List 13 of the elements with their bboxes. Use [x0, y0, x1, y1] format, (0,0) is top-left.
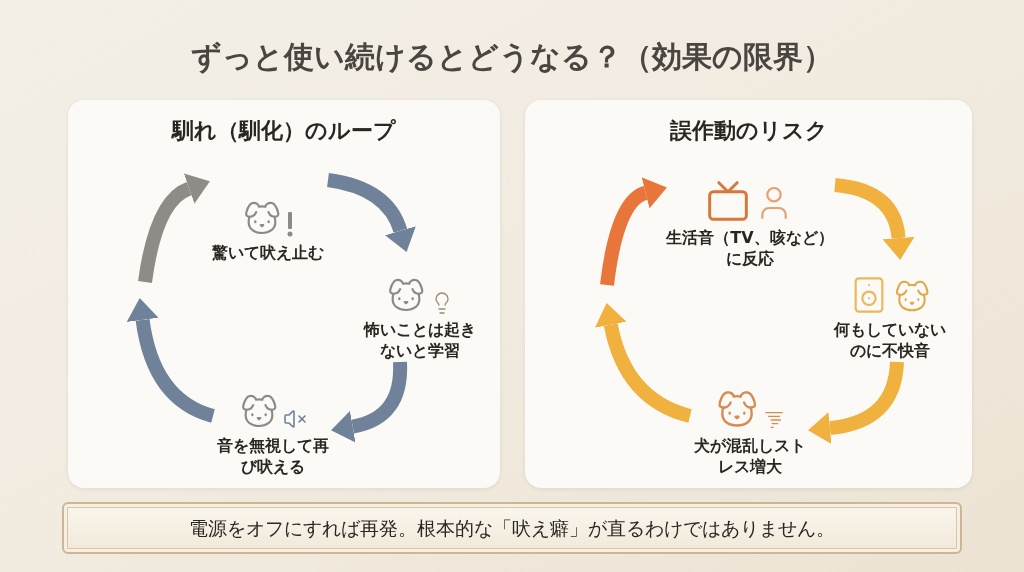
banner — [62, 502, 962, 554]
step-label: 犬が混乱しストレス増大 — [693, 434, 807, 478]
panel-card — [68, 100, 500, 488]
panel-card — [525, 100, 972, 488]
banner-text: 電源をオフにすれば再発。根本的な「吠え癖」が直るわけではありません。 — [189, 515, 835, 541]
step-label: 怖いことは起きないと学習 — [362, 318, 477, 362]
panel-heading: 誤作動のリスク — [669, 117, 828, 145]
step-label: 何もしていないのに不快音 — [832, 318, 947, 362]
step-label: 音を無視して再び吠える — [216, 434, 330, 478]
step-label: 驚いて吠え止む — [212, 242, 324, 264]
panel-heading: 馴れ（馴化）のループ — [172, 117, 396, 145]
step-label: 生活音（TV、咳など）に反応 — [665, 226, 835, 270]
page-title: ずっと使い続けるとどうなる？（効果の限界） — [190, 38, 834, 76]
